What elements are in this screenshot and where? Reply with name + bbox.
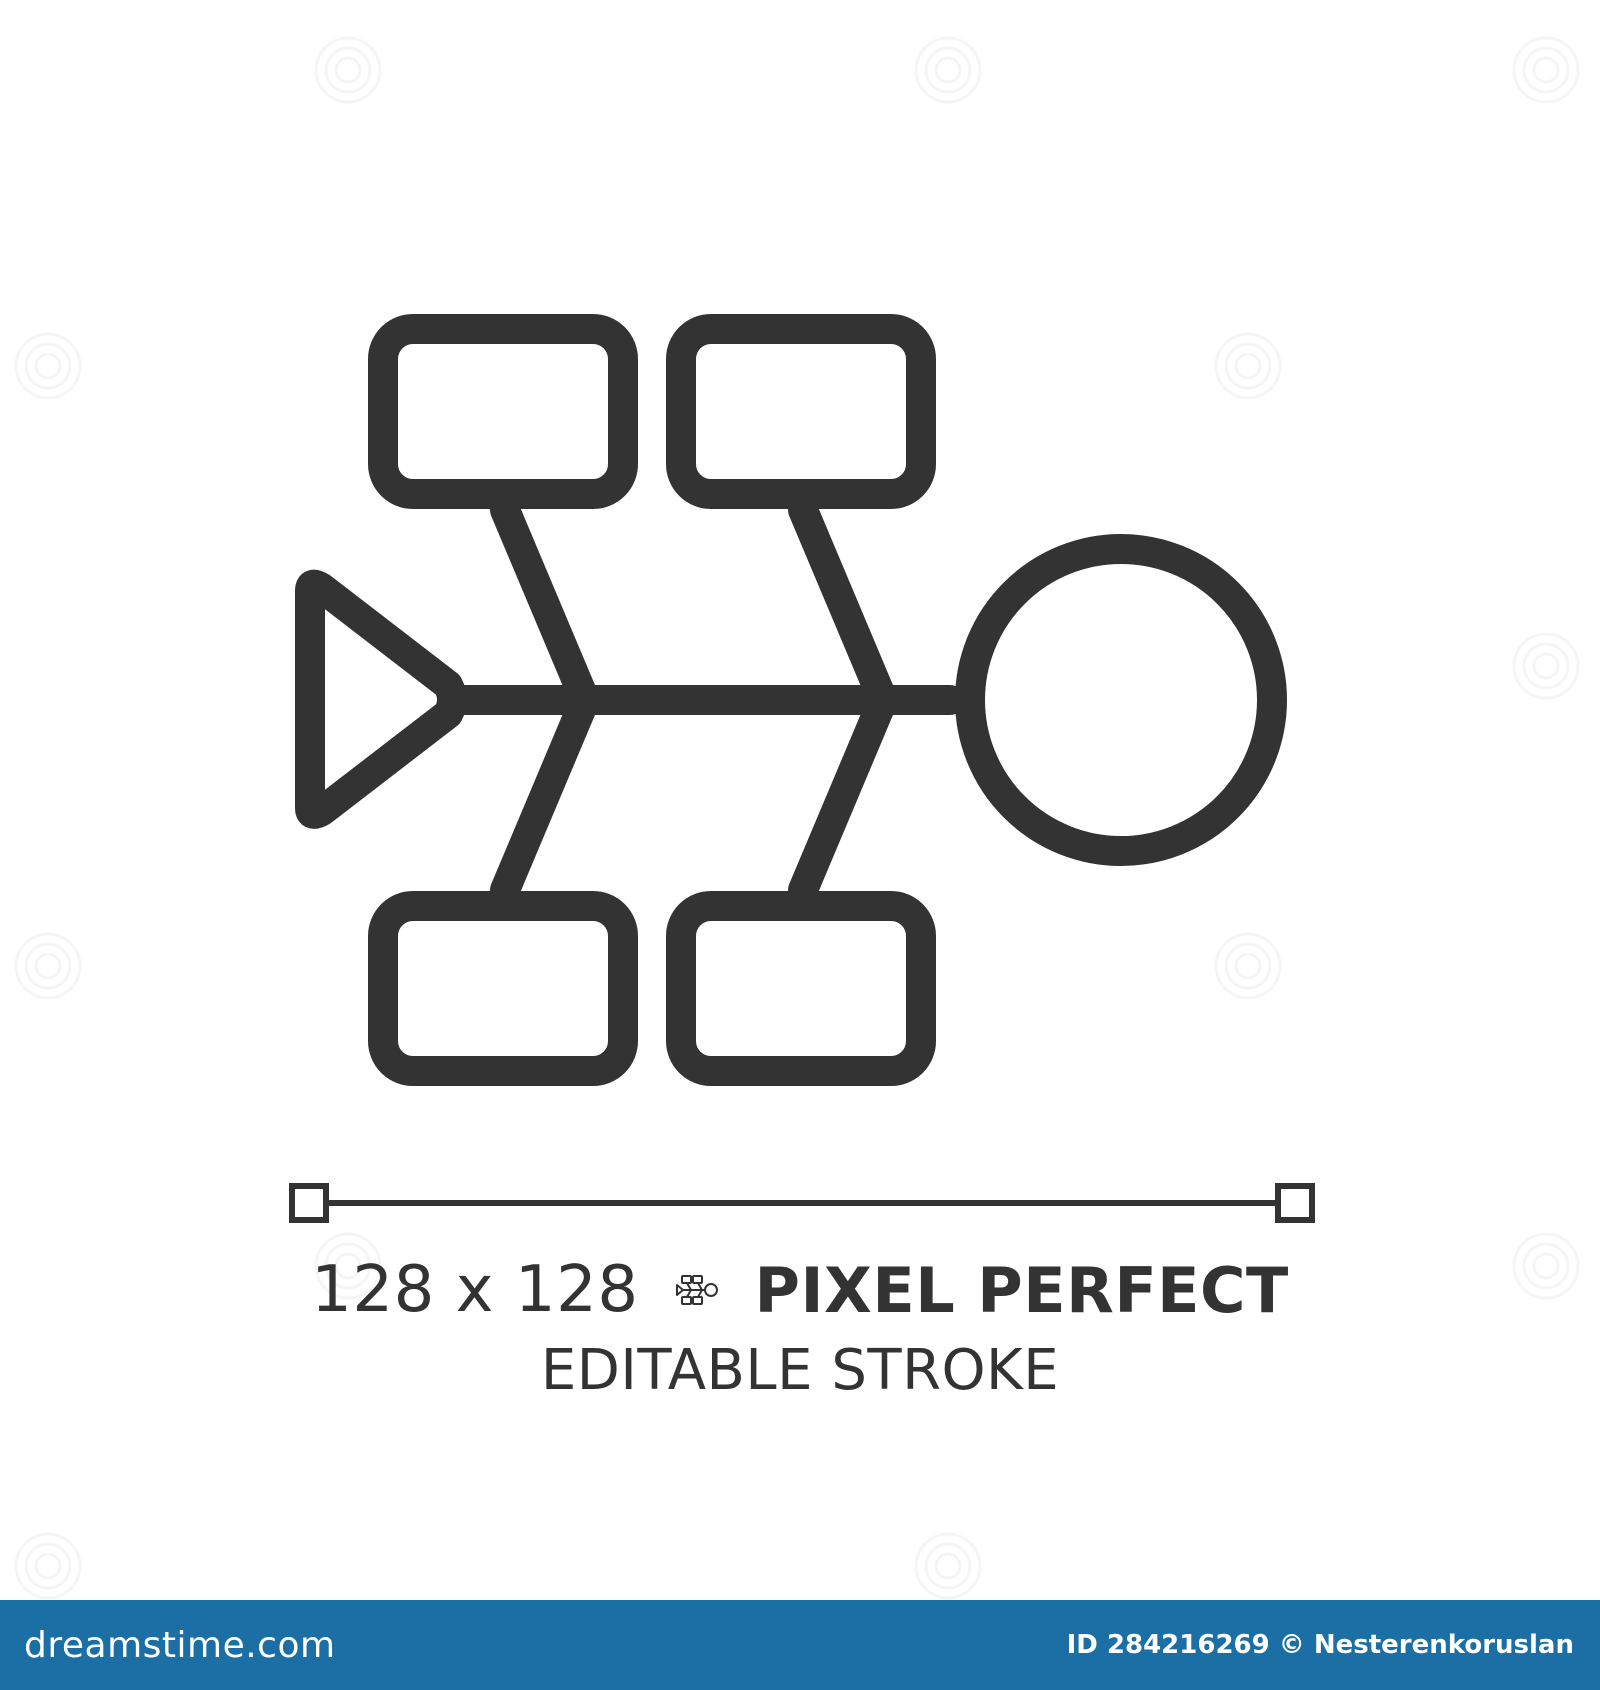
watermark-swirl-icon bbox=[914, 36, 982, 104]
pixel-perfect-label: PIXEL PERFECT bbox=[754, 1253, 1289, 1327]
top-left-box bbox=[368, 314, 638, 509]
watermark-swirl-icon bbox=[1512, 632, 1580, 700]
caption-row: 128 x 128 PIXEL PERFECT bbox=[0, 1245, 1600, 1335]
image-credit: ID 284216269 © Nesterenkoruslan bbox=[1067, 1630, 1574, 1660]
fishbone-diagram-icon bbox=[289, 314, 1315, 1223]
size-label: 128 x 128 bbox=[311, 1253, 639, 1327]
watermark-swirl-icon bbox=[314, 36, 382, 104]
watermark-swirl-icon bbox=[1512, 1232, 1580, 1300]
id-value: 284216269 bbox=[1106, 1630, 1270, 1660]
dreamstime-logo[interactable]: dreamstime.com bbox=[24, 1624, 336, 1666]
head-circle bbox=[955, 534, 1287, 866]
watermark-swirl-icon bbox=[314, 1232, 382, 1300]
editable-stroke-label: EDITABLE STROKE bbox=[540, 1337, 1060, 1403]
watermark-swirl-icon bbox=[914, 1532, 982, 1600]
watermark-swirl-icon bbox=[1214, 932, 1282, 1000]
copyright-symbol: © bbox=[1278, 1630, 1305, 1660]
dimension-handle-left bbox=[289, 1183, 329, 1223]
tail-triangle bbox=[295, 569, 467, 829]
watermark-swirl-icon bbox=[1214, 332, 1282, 400]
dimension-handle-right bbox=[1275, 1183, 1315, 1223]
bone-top-left bbox=[490, 495, 600, 715]
mini-fishbone-icon bbox=[675, 1275, 718, 1305]
watermark-swirl-icon bbox=[14, 332, 82, 400]
editable-stroke-row: EDITABLE STROKE bbox=[0, 1330, 1600, 1410]
top-right-box bbox=[666, 314, 936, 509]
author-name[interactable]: Nesterenkoruslan bbox=[1313, 1630, 1574, 1660]
bottom-left-box bbox=[368, 891, 638, 1086]
watermark-swirl-icon bbox=[14, 932, 82, 1000]
footer-bar: dreamstime.com ID 284216269 © Nesterenko… bbox=[0, 1600, 1600, 1690]
bone-bottom-right bbox=[788, 685, 898, 905]
bottom-right-box bbox=[666, 891, 936, 1086]
watermark-swirl-icon bbox=[1512, 36, 1580, 104]
bone-top-right bbox=[788, 495, 898, 715]
watermark-swirl-icon bbox=[14, 1532, 82, 1600]
id-label: ID bbox=[1066, 1630, 1098, 1660]
bone-bottom-left bbox=[490, 685, 600, 905]
